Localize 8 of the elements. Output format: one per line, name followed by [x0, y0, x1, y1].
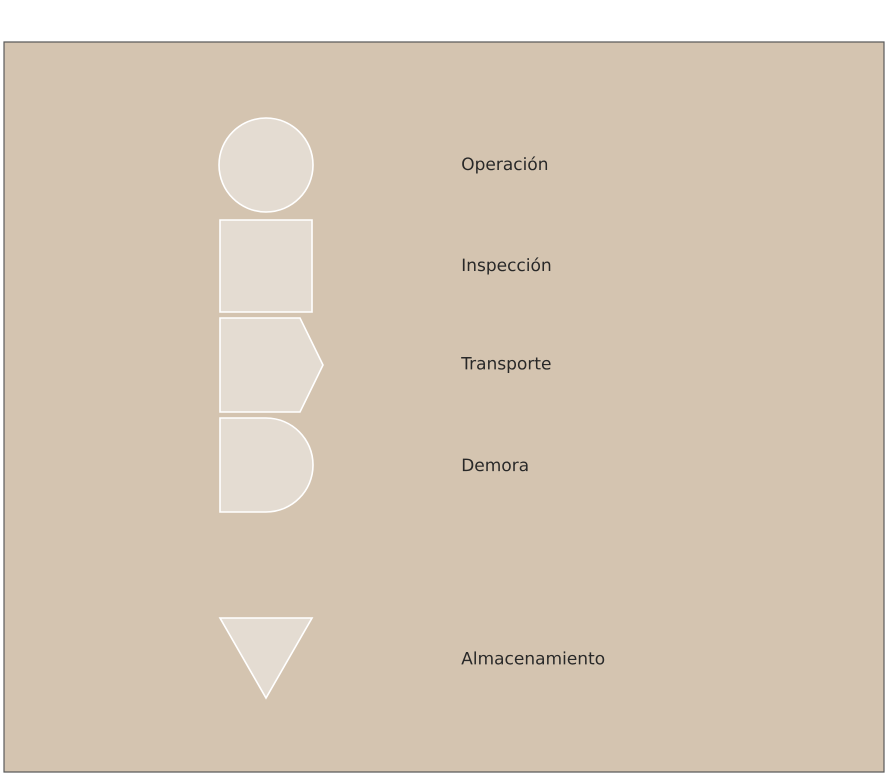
symbol-label: Almacenamiento	[461, 651, 604, 665]
symbol-label: Demora	[462, 458, 528, 472]
symbol-label: Inspección	[462, 257, 550, 275]
delay-symbol	[219, 417, 314, 513]
inspection-symbol	[219, 219, 313, 313]
symbol-label: Operación	[462, 156, 548, 174]
symbol-label: Transporte	[461, 357, 551, 373]
operation-symbol	[218, 117, 314, 213]
